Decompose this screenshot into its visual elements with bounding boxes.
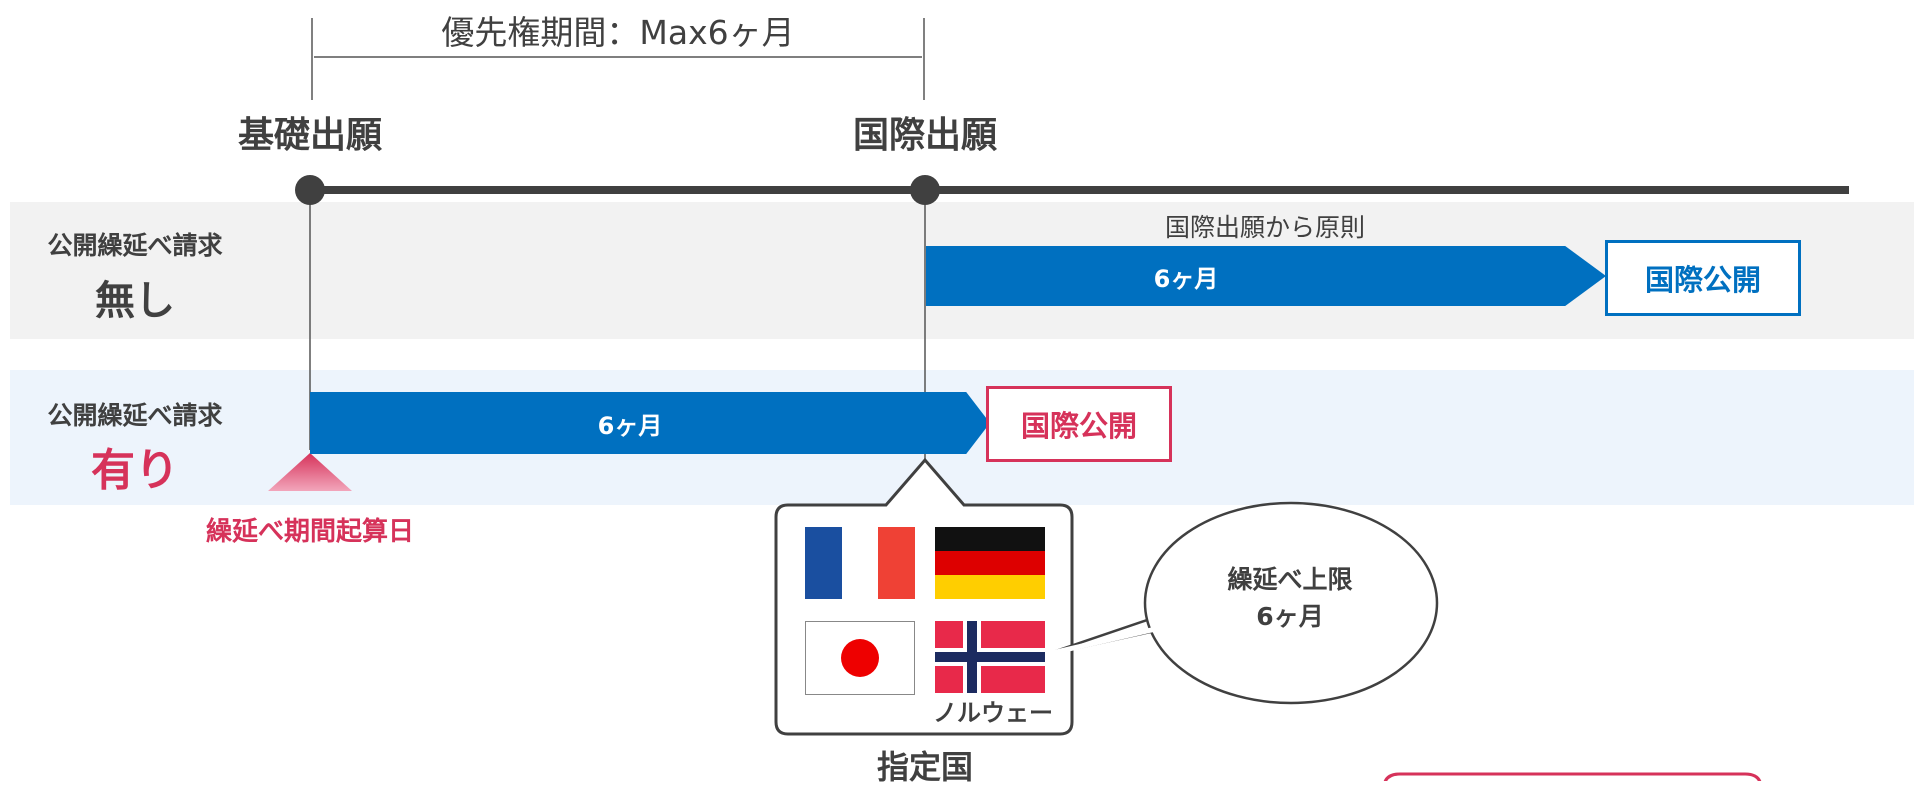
basic-filing-dot	[295, 175, 325, 205]
row-no-request-publication: 国際公開	[1605, 240, 1801, 316]
flag-japan-icon	[805, 621, 915, 695]
flag-france-icon	[805, 527, 915, 599]
row-no-request-title: 公開繰延べ請求	[47, 231, 223, 260]
row-no-request-duration: 6ヶ月	[1153, 264, 1219, 293]
bubble-ellipse	[1143, 501, 1439, 705]
basic-filing-label: 基礎出願	[237, 115, 382, 156]
norway-label: ノルウェー	[933, 699, 1053, 727]
international-filing-label: 国際出願	[852, 115, 997, 156]
row-no-request-status: 無し	[95, 278, 175, 324]
flag-norway-icon	[935, 621, 1045, 693]
flag-germany-icon	[935, 527, 1045, 599]
row-with-request-title: 公開繰延べ請求	[47, 401, 223, 430]
international-filing-dot	[910, 175, 940, 205]
bubble-line1: 繰延べ上限	[1227, 565, 1353, 594]
row-with-request-publication: 国際公開	[986, 386, 1172, 462]
bubble-line2: 6ヶ月	[1256, 602, 1324, 631]
row-with-request-duration: 6ヶ月	[597, 411, 663, 440]
start-marker-triangle	[268, 453, 352, 491]
bottom-pink-box	[1382, 772, 1763, 781]
row-with-request-status: 有り	[91, 445, 179, 496]
row-no-request-note: 国際出願から原則	[1164, 213, 1365, 242]
designated-label: 指定国	[876, 748, 973, 786]
priority-period-label: 優先権期間：Max6ヶ月	[441, 13, 795, 52]
bubble-text: 繰延べ上限 6ヶ月	[1160, 561, 1420, 635]
start-marker-label: 繰延べ期間起算日	[205, 517, 414, 547]
row-with-request-arrow: 6ヶ月	[310, 392, 990, 454]
row-no-request-arrow: 6ヶ月	[926, 246, 1606, 306]
